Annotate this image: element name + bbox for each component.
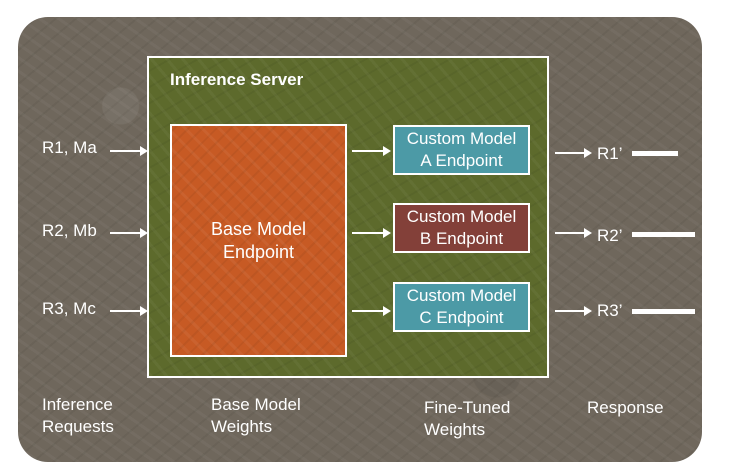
output-arrow-1 xyxy=(555,148,592,158)
custom-model-c-label: Custom Model C Endpoint xyxy=(406,286,517,327)
input-arrow-2 xyxy=(110,228,148,238)
custom-model-a-label: Custom Model A Endpoint xyxy=(406,129,517,170)
input-arrow-1 xyxy=(110,146,148,156)
caption-inference-requests: Inference Requests xyxy=(42,395,114,436)
base-to-custom-b-arrow xyxy=(352,228,391,238)
base-model-endpoint-label: Base Model Endpoint xyxy=(210,218,307,262)
base-model-endpoint: Base Model Endpoint xyxy=(170,124,347,357)
caption-response: Response xyxy=(587,398,664,417)
custom-model-a-endpoint: Custom Model A Endpoint xyxy=(393,125,530,175)
base-to-custom-a-arrow xyxy=(352,146,391,156)
base-to-custom-c-arrow xyxy=(352,306,391,316)
inference-server-title: Inference Server xyxy=(170,70,304,89)
response-bar-3 xyxy=(632,309,695,314)
output-arrow-2 xyxy=(555,228,592,238)
input-request-3: R3, Mc xyxy=(42,299,96,318)
caption-base-model-weights: Base Model Weights xyxy=(211,395,301,436)
caption-fine-tuned-weights: Fine-Tuned Weights xyxy=(424,398,511,439)
output-arrow-3 xyxy=(555,306,592,316)
response-bar-1 xyxy=(632,151,678,156)
input-arrow-3 xyxy=(110,306,148,316)
input-request-1: R1, Ma xyxy=(42,138,97,157)
custom-model-b-label: Custom Model B Endpoint xyxy=(406,207,517,248)
response-bar-2 xyxy=(632,232,695,237)
response-1: R1’ xyxy=(597,144,623,163)
response-3: R3’ xyxy=(597,301,623,320)
input-request-2: R2, Mb xyxy=(42,221,97,240)
custom-model-c-endpoint: Custom Model C Endpoint xyxy=(393,282,530,332)
custom-model-b-endpoint: Custom Model B Endpoint xyxy=(393,203,530,253)
response-2: R2’ xyxy=(597,226,623,245)
